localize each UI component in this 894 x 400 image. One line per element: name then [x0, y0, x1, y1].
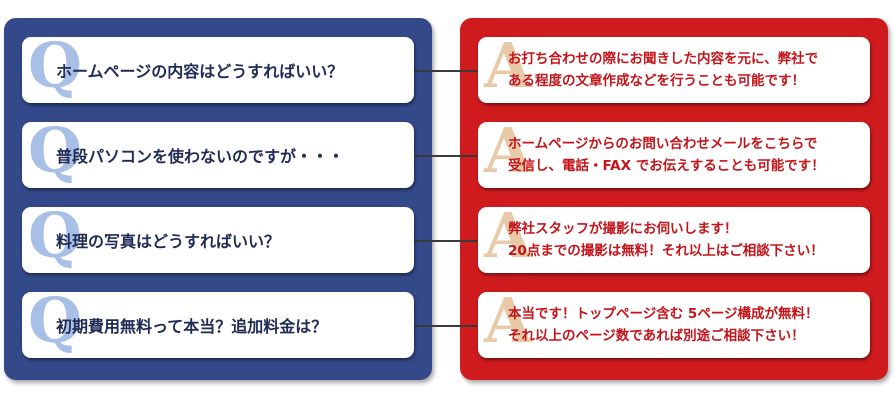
- q-letter-icon: Q: [28, 37, 82, 102]
- question-card-1[interactable]: Q ホームページの内容はどうすればいい？: [22, 37, 414, 103]
- answer-line-2: 20点までの撮影は無料！それ以上はご相談下さい！: [508, 243, 824, 259]
- answer-text: 本当です！トップページ含む 5ページ構成が無料！ それ以上のページ数であれば別途…: [508, 292, 819, 358]
- connector-line-3: [414, 240, 480, 242]
- question-card-4[interactable]: Q 初期費用無料って本当？追加料金は？: [22, 292, 414, 358]
- answer-line-1: 弊社スタッフが撮影にお伺いします！: [508, 221, 738, 237]
- connector-line-2: [414, 155, 480, 157]
- question-text: 普段パソコンを使わないのですが・・・: [56, 147, 345, 166]
- a-letter-icon: A: [484, 122, 532, 187]
- a-letter-icon: A: [484, 207, 532, 272]
- question-text: ホームページの内容はどうすればいい？: [56, 62, 344, 81]
- connector-line-4: [414, 325, 480, 327]
- answer-card-1: A お打ち合わせの際にお聞きした内容を元に、弊社で ある程度の文章作成などを行う…: [478, 37, 870, 103]
- answer-line-2: ある程度の文章作成などを行うことも可能です！: [508, 73, 805, 89]
- answer-text: 弊社スタッフが撮影にお伺いします！ 20点までの撮影は無料！それ以上はご相談下さ…: [508, 207, 824, 273]
- answer-line-1: お打ち合わせの際にお聞きした内容を元に、弊社で: [508, 51, 819, 67]
- a-letter-icon: A: [484, 292, 532, 357]
- q-letter-icon: Q: [28, 122, 82, 187]
- answer-card-4: A 本当です！トップページ含む 5ページ構成が無料！ それ以上のページ数であれば…: [478, 292, 870, 358]
- q-letter-icon: Q: [28, 207, 82, 272]
- answer-line-2: それ以上のページ数であれば別途ご相談下さい！: [508, 328, 805, 344]
- answer-line-1: 本当です！トップページ含む 5ページ構成が無料！: [508, 306, 819, 322]
- answer-line-1: ホームページからのお問い合わせメールをこちらで: [508, 136, 818, 152]
- q-letter-icon: Q: [28, 292, 82, 357]
- question-card-3[interactable]: Q 料理の写真はどうすればいい？: [22, 207, 414, 273]
- answer-card-2: A ホームページからのお問い合わせメールをこちらで 受信し、電話・FAX でお伝…: [478, 122, 870, 188]
- connector-line-1: [414, 70, 480, 72]
- question-text: 料理の写真はどうすればいい？: [56, 232, 281, 251]
- answer-text: ホームページからのお問い合わせメールをこちらで 受信し、電話・FAX でお伝えす…: [508, 122, 825, 188]
- a-letter-icon: A: [484, 37, 532, 102]
- answer-text: お打ち合わせの際にお聞きした内容を元に、弊社で ある程度の文章作成などを行うこと…: [508, 37, 818, 103]
- question-text: 初期費用無料って本当？追加料金は？: [56, 317, 328, 336]
- question-card-2[interactable]: Q 普段パソコンを使わないのですが・・・: [22, 122, 414, 188]
- answer-line-2: 受信し、電話・FAX でお伝えすることも可能です！: [508, 158, 825, 174]
- answer-card-3: A 弊社スタッフが撮影にお伺いします！ 20点までの撮影は無料！それ以上はご相談…: [478, 207, 870, 273]
